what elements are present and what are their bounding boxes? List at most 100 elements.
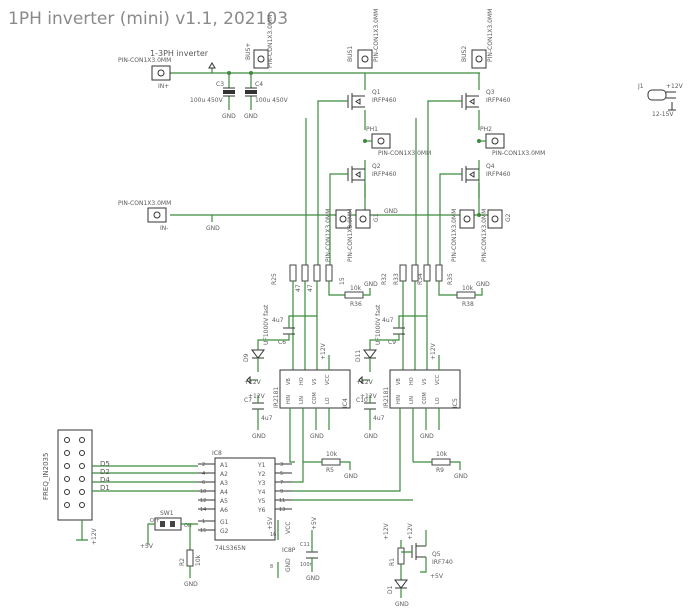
d9-wire [250, 358, 259, 381]
d2-label: D2 [100, 468, 110, 476]
svg-text:LO: LO [325, 397, 331, 404]
svg-text:GND: GND [184, 581, 198, 588]
svg-text:OFF: OFF [150, 518, 160, 524]
resistors-right-group: R32 R33 R34 R35 [381, 264, 454, 285]
svg-text:4u7: 4u7 [382, 317, 394, 324]
svg-text:12: 12 [200, 498, 206, 504]
svg-text:A1: A1 [220, 462, 228, 469]
ph2-connector: PH2 PIN-CON1X3.0MM [480, 126, 545, 157]
svg-text:IN+: IN+ [158, 83, 169, 90]
svg-text:PIN-CON1X3.0MM: PIN-CON1X3.0MM [481, 209, 488, 262]
gnd-ic5: GND [420, 433, 434, 440]
svg-text:7: 7 [280, 480, 283, 486]
svg-text:47: 47 [307, 284, 314, 292]
svg-text:47: 47 [295, 284, 302, 292]
svg-text:IC4: IC4 [342, 398, 349, 408]
mosfet-q3: Q3 IRFP460 [461, 89, 511, 110]
left-resistor-wires [292, 281, 345, 370]
svg-text:+5V: +5V [140, 543, 154, 550]
svg-text:R35: R35 [447, 273, 454, 285]
svg-text:10k: 10k [350, 285, 362, 292]
svg-text:ON: ON [184, 523, 192, 529]
gnd-net-label: GND [384, 208, 398, 215]
junction-c4 [249, 71, 253, 75]
arrow-d11-icon [358, 375, 363, 385]
svg-text:15: 15 [339, 277, 346, 285]
svg-text:PIN-CON1X3.0MM: PIN-CON1X3.0MM [487, 9, 494, 62]
svg-text:LO: LO [435, 397, 441, 404]
resistor-r36: 10k R36 GND [344, 281, 378, 308]
g2-connector: PIN-CON1X3.0MM PIN-CON1X3.0MM G2 [451, 209, 512, 262]
svg-text:A4: A4 [220, 489, 228, 496]
svg-text:PIN-CON1X3.0MM: PIN-CON1X3.0MM [118, 57, 171, 64]
plus12-d9: +12V [244, 379, 262, 386]
svg-text:10: 10 [200, 489, 206, 495]
ic4-input-wires [289, 408, 304, 470]
svg-text:COM: COM [312, 392, 318, 404]
svg-text:D11: D11 [355, 350, 362, 362]
svg-text:4u7: 4u7 [373, 415, 385, 422]
svg-text:74LS365N: 74LS365N [215, 545, 246, 552]
svg-text:Q4: Q4 [486, 163, 495, 170]
svg-text:GND: GND [285, 558, 292, 572]
resistor-r5: 10k R5 GND [303, 451, 358, 480]
svg-text:GND: GND [364, 281, 378, 288]
plus12-d11: +12V [356, 379, 374, 386]
ph1-connector: PH1 PIN-CON1X3.0MM [366, 126, 431, 157]
svg-text:BUS+: BUS+ [245, 43, 252, 60]
svg-text:G2: G2 [505, 213, 512, 222]
svg-text:A2: A2 [220, 471, 228, 478]
svg-text:PIN-CON1X3.0MM: PIN-CON1X3.0MM [325, 209, 332, 262]
svg-text:G1: G1 [373, 213, 380, 222]
right-resistor-wires [402, 281, 457, 370]
svg-text:1: 1 [202, 519, 205, 525]
left-gate-wires [317, 100, 348, 265]
svg-text:100u 450V: 100u 450V [255, 97, 289, 104]
junction-ph1 [363, 139, 367, 143]
svg-text:COM: COM [422, 392, 428, 404]
svg-text:R32: R32 [381, 273, 388, 285]
bootstrap-wire-right [369, 315, 427, 350]
svg-text:LIN: LIN [299, 396, 305, 404]
svg-text:PH1: PH1 [366, 126, 378, 133]
svg-text:8: 8 [270, 564, 273, 570]
right-gate-wires [427, 100, 462, 265]
plus12-q5-b: +12V [407, 522, 414, 540]
svg-text:+12V: +12V [666, 83, 684, 90]
bus2-connector: BUS2 PIN-CON1X3.0MM [461, 9, 494, 69]
d4-label: D4 [100, 476, 110, 484]
svg-text:BUS1: BUS1 [347, 46, 354, 62]
svg-text:R1: R1 [389, 558, 396, 566]
svg-text:GND: GND [244, 113, 258, 120]
svg-text:+5V: +5V [430, 573, 444, 580]
svg-text:3: 3 [280, 462, 283, 468]
svg-text:GND: GND [252, 433, 266, 440]
diode-d11: D11 UF1000V fast [355, 304, 382, 362]
svg-text:PIN-CON1X3.0MM: PIN-CON1X3.0MM [118, 200, 171, 207]
diode-d9: D9 UF1000V fast [243, 304, 270, 362]
svg-text:R33: R33 [393, 273, 400, 285]
capacitor-c7: C7 4u7 GND [244, 395, 273, 440]
svg-text:IR2181: IR2181 [273, 387, 280, 408]
resistor-r-pull: R2 10k GND [179, 549, 202, 588]
plus12-c10: +12V [360, 393, 378, 400]
svg-text:IN-: IN- [160, 225, 168, 232]
svg-text:D9: D9 [243, 353, 250, 362]
svg-text:PIN-CON1X3.0MM: PIN-CON1X3.0MM [267, 15, 274, 68]
svg-text:13: 13 [279, 507, 285, 513]
svg-text:A6: A6 [220, 507, 228, 514]
svg-text:15: 15 [200, 528, 206, 534]
switch-sw1: SW1 OFF ON +5V [140, 510, 198, 550]
svg-text:J1: J1 [637, 83, 644, 90]
svg-text:C11: C11 [300, 542, 310, 548]
svg-text:Q5: Q5 [432, 551, 441, 558]
resistors-left-group: R25 47 47 15 [271, 264, 346, 292]
svg-text:4u7: 4u7 [261, 415, 273, 422]
svg-text:12-15V: 12-15V [652, 111, 674, 118]
svg-text:2: 2 [202, 462, 205, 468]
svg-text:HO: HO [299, 377, 305, 385]
resistor-r1: R1 [389, 540, 412, 580]
arrow-d9-icon [246, 375, 251, 385]
diode-d1: D1 GND [387, 579, 409, 608]
svg-text:Y3: Y3 [257, 480, 266, 487]
